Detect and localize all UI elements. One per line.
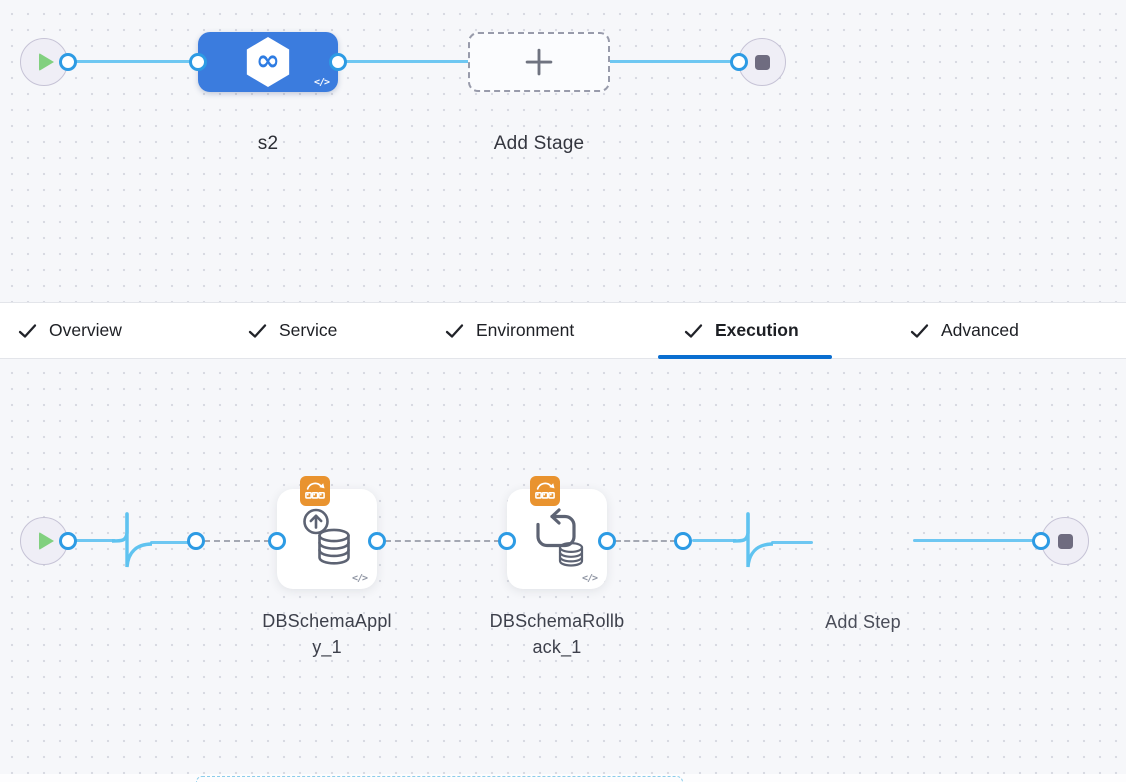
play-icon <box>39 53 54 71</box>
check-icon <box>248 323 267 338</box>
port-start-out[interactable] <box>59 53 77 71</box>
yaml-code-icon[interactable]: </> <box>313 77 330 88</box>
stage-label: s2 <box>257 133 279 154</box>
add-stage-button[interactable] <box>468 32 610 92</box>
yaml-code-icon[interactable]: </> <box>581 573 598 584</box>
check-icon <box>18 323 37 338</box>
stage-node-s2[interactable]: ∞ </> <box>198 32 338 92</box>
port-rollback-in[interactable] <box>498 532 516 550</box>
add-stage-label: Add Stage <box>493 133 585 154</box>
tab-advanced[interactable]: Advanced <box>910 303 1019 358</box>
play-icon <box>39 532 54 550</box>
connector-line <box>150 541 196 544</box>
harness-infinity-icon: ∞ <box>246 37 290 87</box>
active-tab-indicator <box>658 355 832 359</box>
add-step-label: Add Step <box>825 612 901 632</box>
port-group-out[interactable] <box>674 532 692 550</box>
yaml-code-icon[interactable]: </> <box>351 573 368 584</box>
connector-line <box>771 541 813 544</box>
port-group-in[interactable] <box>187 532 205 550</box>
tab-overview[interactable]: Overview <box>18 303 122 358</box>
db-schema-rollback-icon <box>527 508 587 575</box>
check-icon <box>910 323 929 338</box>
check-icon <box>684 323 703 338</box>
connector-line <box>608 60 742 63</box>
check-icon <box>445 323 464 338</box>
tab-execution[interactable]: Execution <box>684 303 799 358</box>
port-end-in[interactable] <box>1032 532 1050 550</box>
step-node-dbschemaapply[interactable]: </> <box>277 489 377 589</box>
port-rollback-out[interactable] <box>598 532 616 550</box>
tab-service[interactable]: Service <box>248 303 337 358</box>
stage-canvas[interactable]: ∞ </> s2 Add Stage <box>0 0 1126 302</box>
port-stage-in[interactable] <box>189 53 207 71</box>
plus-icon <box>525 48 553 76</box>
step-node-dbschemarollback[interactable]: </> <box>507 489 607 589</box>
step-label-dbschemarollback: DBSchemaRollback_1 <box>489 611 625 657</box>
aws-badge-icon <box>300 476 330 506</box>
branch-squiggle-icon <box>733 512 773 568</box>
canvas-bottom-edge <box>0 774 1126 782</box>
dashed-connector <box>385 540 500 542</box>
execution-canvas[interactable]: stepGroup1 <box>0 359 1126 782</box>
branch-squiggle-icon <box>112 512 152 568</box>
dashed-connector <box>204 540 270 542</box>
port-apply-out[interactable] <box>368 532 386 550</box>
aws-badge-icon <box>530 476 560 506</box>
port-stage-out[interactable] <box>329 53 347 71</box>
db-schema-apply-icon <box>298 508 356 575</box>
step-label-dbschemaapply: DBSchemaApply_1 <box>262 611 392 657</box>
step-group[interactable]: stepGroup1 <box>196 776 683 782</box>
connector-line <box>68 60 200 63</box>
stage-config-tabbar: Overview Service Environment Execution A <box>0 302 1126 359</box>
tab-environment[interactable]: Environment <box>445 303 574 358</box>
connector-line <box>68 539 116 542</box>
connector-line <box>913 539 1033 542</box>
port-apply-in[interactable] <box>268 532 286 550</box>
stop-icon <box>1057 533 1073 549</box>
dashed-connector <box>615 540 676 542</box>
stop-icon <box>754 54 770 70</box>
port-start-out[interactable] <box>59 532 77 550</box>
connector-line <box>338 60 470 63</box>
port-end-in[interactable] <box>730 53 748 71</box>
connector-line <box>692 539 737 542</box>
